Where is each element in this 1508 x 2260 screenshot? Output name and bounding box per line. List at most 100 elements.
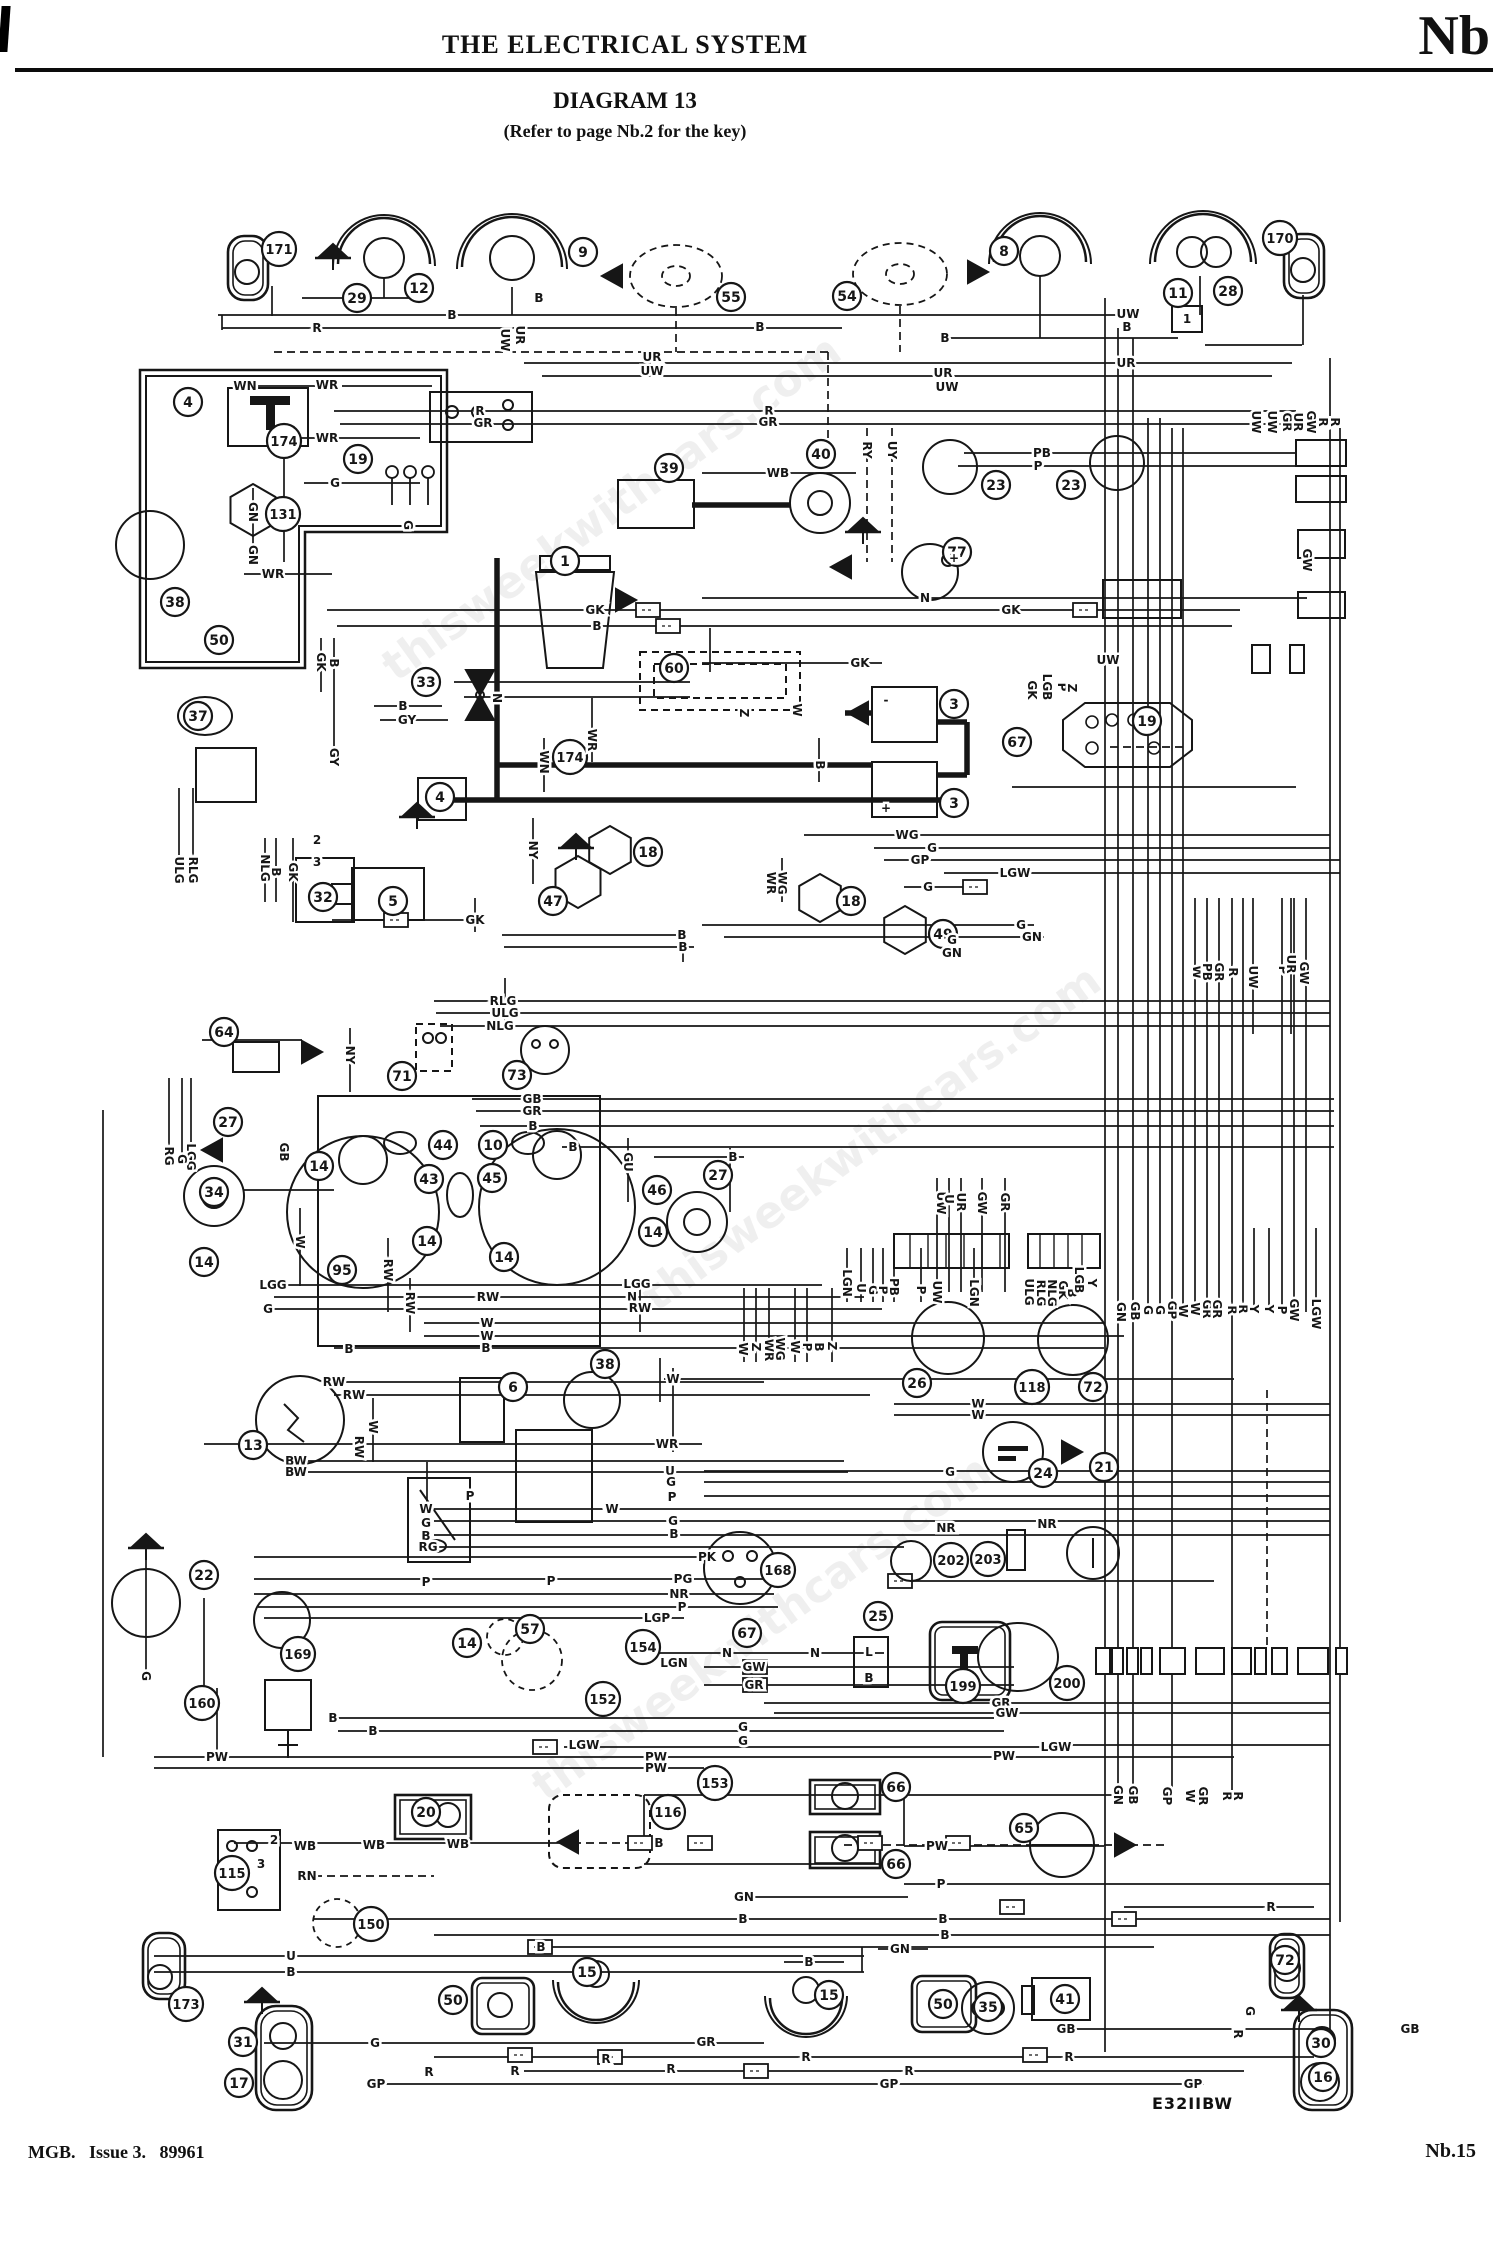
- wire-color-label: RW: [477, 1290, 499, 1304]
- wire-color-label: PB: [887, 1278, 901, 1296]
- wire-color-label: B: [327, 658, 341, 667]
- component-number: 44: [433, 1138, 453, 1154]
- component-number: 14: [194, 1255, 214, 1271]
- component-box-symbol: [195, 747, 257, 803]
- component-callout: [514, 1613, 546, 1645]
- wire-color-label: GN: [246, 502, 260, 522]
- wire-color-label: B: [804, 1955, 813, 1969]
- wire-color-label: R: [312, 321, 321, 335]
- wire-color-label: ULG: [491, 1006, 518, 1020]
- wire-color-label: GB: [277, 1143, 291, 1162]
- headlamp-symbol: [460, 215, 564, 268]
- component-number: 8: [999, 244, 1009, 260]
- wire-color-label: B: [568, 1140, 577, 1154]
- wire-color-label: GB: [523, 1092, 542, 1106]
- component-box-symbol: [515, 1429, 593, 1523]
- wire-color-label: B: [678, 940, 687, 954]
- component-circle-symbol: [1037, 1304, 1109, 1376]
- wire-color-label: LGG: [623, 1277, 650, 1291]
- wire-color-label: WG: [775, 871, 789, 894]
- wire-color-label: W: [1183, 1789, 1197, 1802]
- component-callout: [1305, 2027, 1337, 2059]
- wire-color-label: LGN: [660, 1656, 688, 1670]
- wire-color-label: N: [920, 591, 930, 605]
- component-number: 153: [701, 1777, 728, 1792]
- wire-color-label: RW: [381, 1259, 395, 1281]
- wire-color-label: GW: [1297, 961, 1311, 984]
- harness-arrow-icon: [845, 700, 869, 726]
- wire-color-label: W: [790, 703, 804, 716]
- wire-color-label: R: [1328, 417, 1342, 426]
- component-box-symbol: [1027, 1233, 1101, 1269]
- component-number: 4: [183, 395, 193, 411]
- component-callout: [632, 836, 664, 868]
- wire-color-label: G: [945, 1465, 955, 1479]
- component-box-symbol: [254, 2004, 314, 2112]
- wire-color-label: N: [722, 1646, 732, 1660]
- component-callout: [835, 885, 867, 917]
- component-circle-symbol: [435, 1032, 447, 1044]
- wire-color-label: -: [884, 693, 889, 707]
- wire-color-label: W: [480, 1329, 493, 1343]
- component-box-symbol: [808, 1778, 882, 1816]
- component-circle-symbol: [746, 1550, 758, 1562]
- wire-color-label: Z: [825, 1342, 839, 1351]
- component-box-symbol: [653, 663, 787, 699]
- wire-color-label: WB: [767, 466, 789, 480]
- component-callout: [303, 1150, 335, 1182]
- wire-color-label: Y: [1247, 1304, 1261, 1314]
- component-number: 17: [229, 2076, 248, 2092]
- wire-color-label: P: [1034, 459, 1043, 473]
- wire-color-label: UR: [1117, 356, 1136, 370]
- component-number: 15: [819, 1988, 838, 2004]
- harness-arrow-icon: [555, 1829, 579, 1855]
- wire-color-label: GW: [1304, 410, 1318, 433]
- wire-color-label: GK: [850, 656, 870, 670]
- distributor-cap-symbol: [229, 482, 277, 538]
- wire-color-label: LGW: [1000, 866, 1031, 880]
- wire-color-label: W: [605, 1502, 618, 1516]
- component-number: 14: [643, 1225, 663, 1241]
- wire-color-label: LGP: [644, 1611, 670, 1625]
- component-number: 47: [543, 894, 562, 910]
- component-callout: [831, 280, 863, 312]
- wire-color-label: GP: [1165, 1301, 1179, 1320]
- component-circle-symbol: [683, 1208, 711, 1236]
- wire-color-label: W: [480, 1316, 493, 1330]
- component-number: 32: [313, 890, 332, 906]
- component-box-symbol: [1102, 579, 1182, 619]
- component-callout: [1008, 1812, 1040, 1844]
- component-box-symbol: [470, 1976, 536, 2036]
- component-circle-symbol: [831, 1782, 859, 1810]
- component-number: 160: [188, 1697, 215, 1712]
- component-circle-symbol: [922, 439, 978, 495]
- component-number: 37: [188, 709, 207, 725]
- diagram-subtitle: (Refer to page Nb.2 for the key): [503, 121, 747, 141]
- wire-color-label: G: [738, 1720, 748, 1734]
- component-number: 50: [443, 1993, 463, 2009]
- component-callout: [260, 230, 298, 268]
- wire-color-label: B: [812, 1342, 826, 1351]
- component-number: 150: [357, 1918, 384, 1933]
- wire-color-label: R: [510, 2064, 519, 2078]
- component-number: 23: [986, 478, 1005, 494]
- component-callout: [213, 1854, 251, 1892]
- ground-icon: [317, 242, 349, 257]
- wire-color-label: PW: [993, 1749, 1015, 1763]
- wire-color-label: R: [1236, 1304, 1250, 1313]
- component-number: 115: [218, 1867, 245, 1882]
- wire-color-label: R: [666, 2062, 675, 2076]
- ignition-terminal: [1085, 741, 1099, 755]
- ground-icon: [1283, 1994, 1315, 2009]
- wire-color-label: UR: [513, 326, 527, 345]
- wire-color-label: PW: [645, 1761, 667, 1775]
- component-circle-symbol: [532, 1130, 582, 1180]
- wire-color-label: P: [422, 1575, 431, 1589]
- wire-color-label: G: [370, 2036, 380, 2050]
- component-callout: [237, 1429, 269, 1461]
- component-number: 95: [332, 1263, 351, 1279]
- wire-color-label: WN: [233, 379, 256, 393]
- watermark-text: thisweekwithcars.com: [372, 325, 850, 692]
- component-number: 33: [416, 675, 435, 691]
- wire-color-label: GN: [890, 1942, 910, 1956]
